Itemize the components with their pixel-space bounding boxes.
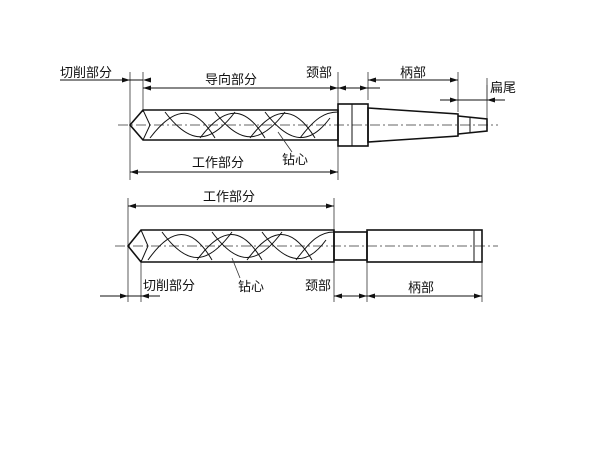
tip-facet bbox=[140, 229, 149, 263]
flute-edge bbox=[299, 111, 339, 139]
flute-edge bbox=[211, 231, 283, 258]
flute-edge bbox=[214, 111, 286, 138]
tang bbox=[457, 115, 488, 135]
flute-edge bbox=[249, 112, 316, 139]
arrow-icon bbox=[326, 203, 334, 209]
arrow-icon bbox=[143, 85, 151, 91]
web-leader bbox=[277, 131, 293, 153]
straight-shank bbox=[366, 229, 483, 263]
label-neck: 颈部 bbox=[305, 279, 331, 294]
flute-edge bbox=[295, 231, 335, 261]
label-guide-part: 导向部分 bbox=[205, 72, 257, 88]
arrow-icon bbox=[487, 97, 495, 103]
flute-edge bbox=[161, 231, 233, 258]
arrow-icon bbox=[360, 85, 368, 91]
tip-facet bbox=[142, 109, 151, 141]
arrow-icon bbox=[474, 293, 482, 299]
web-leader bbox=[231, 257, 241, 279]
arrow-icon bbox=[367, 293, 375, 299]
label-cutting-part: 切削部分 bbox=[143, 279, 195, 294]
flute-edge bbox=[149, 112, 216, 139]
arrow-icon bbox=[334, 293, 342, 299]
arrow-icon bbox=[450, 77, 458, 83]
label-shank: 柄部 bbox=[408, 281, 434, 296]
flute-edge bbox=[196, 234, 263, 261]
taper-shank bbox=[367, 107, 459, 143]
label-working-part: 工作部分 bbox=[192, 156, 244, 171]
arrow-icon bbox=[141, 293, 149, 299]
flute-edge bbox=[147, 234, 213, 261]
arrow-icon bbox=[368, 77, 376, 83]
label-neck: 颈部 bbox=[306, 66, 332, 81]
arrow-icon bbox=[122, 77, 130, 83]
label-shank: 柄部 bbox=[400, 66, 426, 81]
label-cutting-part: 切削部分 bbox=[60, 66, 112, 81]
arrow-icon bbox=[338, 85, 346, 91]
arrow-icon bbox=[120, 293, 128, 299]
label-web: 钻心 bbox=[282, 153, 308, 168]
straight-shank-drill: 工作部分 切削部分 钻心 颈部 柄部 bbox=[100, 190, 498, 302]
arrow-icon bbox=[330, 169, 338, 175]
flute-edge bbox=[164, 111, 236, 138]
flute-edge bbox=[264, 111, 331, 138]
flute-edge bbox=[261, 231, 327, 259]
taper-shank-drill: 切削部分 导向部分 颈部 柄部 扁尾 钻心 工作部分 bbox=[60, 66, 516, 180]
arrow-icon bbox=[359, 293, 367, 299]
label-web: 钻心 bbox=[238, 280, 264, 295]
arrow-icon bbox=[143, 77, 151, 83]
flute-edge bbox=[246, 234, 313, 261]
arrow-icon bbox=[128, 203, 136, 209]
label-working-part: 工作部分 bbox=[203, 190, 255, 205]
arrow-icon bbox=[450, 97, 458, 103]
arrow-icon bbox=[130, 169, 138, 175]
label-tang: 扁尾 bbox=[490, 81, 516, 96]
flute-edge bbox=[199, 112, 266, 139]
